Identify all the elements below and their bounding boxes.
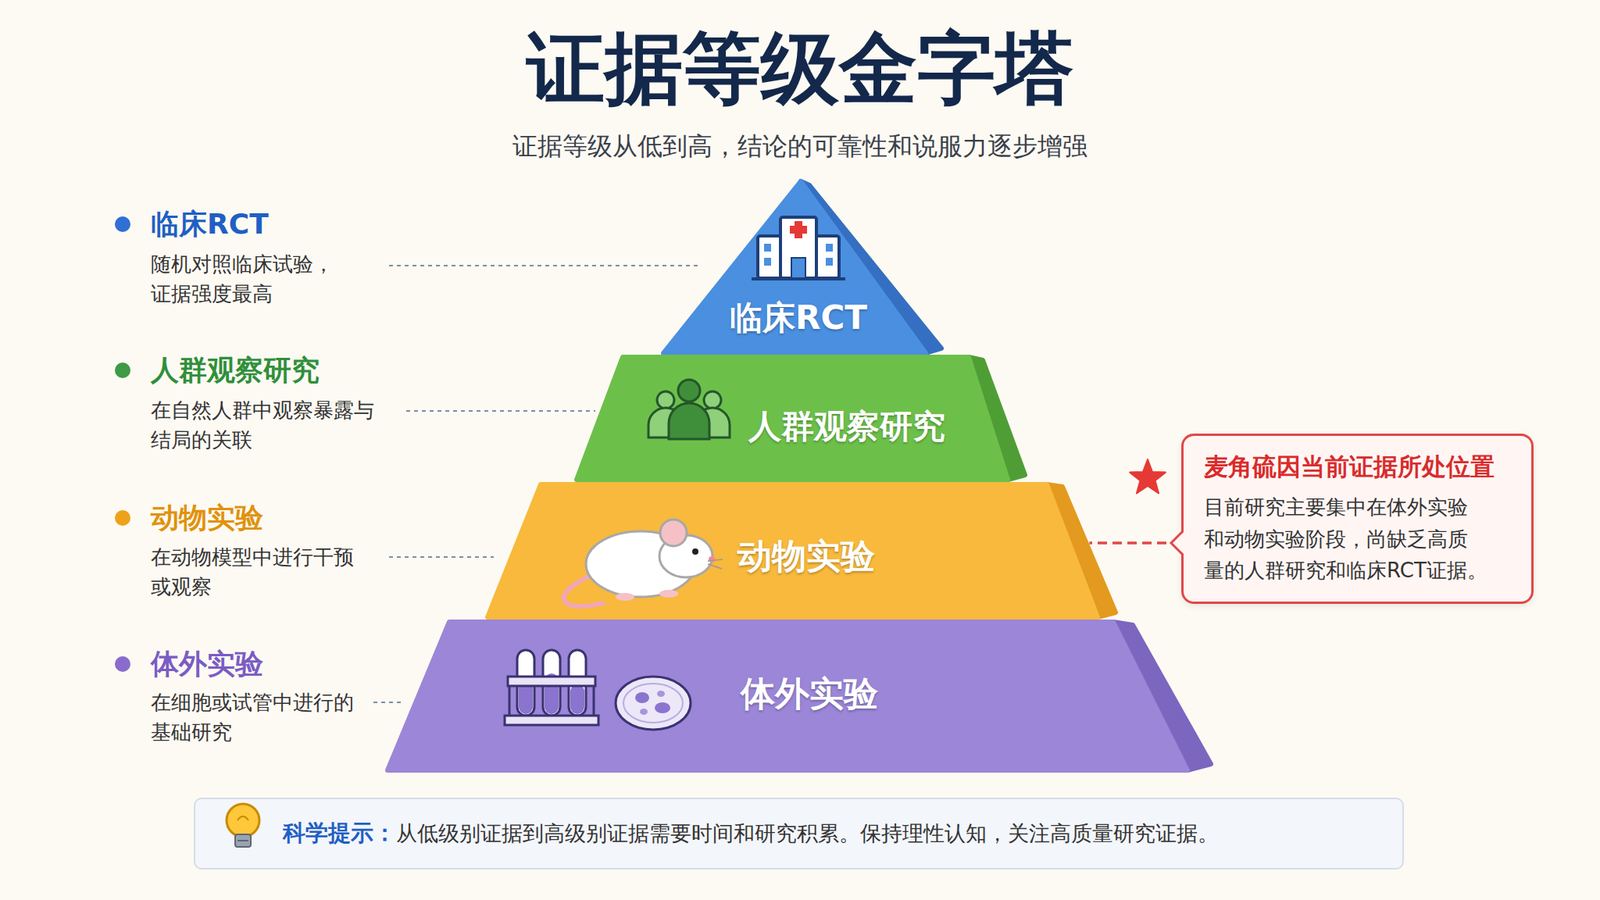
band-face — [487, 484, 1098, 618]
level-description: 在动物模型中进行干预 或观察 — [150, 542, 378, 602]
callout-body: 目前研究主要集中在体外实验 和动物实验阶段，尚缺乏高质 量的人群研究和临床RCT… — [1203, 491, 1515, 586]
mouse-icon — [564, 519, 723, 607]
hospital-icon — [751, 217, 846, 279]
tip-box: 科学提示：从低级别证据到高级别证据需要时间和研究积累。保持理性认知，关注高质量研… — [193, 797, 1404, 870]
star-mark — [1129, 459, 1166, 493]
level-heading: 临床RCT — [150, 207, 433, 241]
dashed-connector — [1089, 541, 1182, 545]
level-description: 随机对照临床试验， 证据强度最高 — [150, 249, 386, 309]
tip-heading: 科学提示： — [282, 818, 397, 849]
band-label: 人群观察研究 — [748, 407, 946, 447]
callout-notch — [1171, 531, 1185, 555]
level-description: 在自然人群中观察暴露与 结局的关联 — [150, 395, 390, 455]
people-icon — [648, 379, 730, 440]
band-face — [663, 181, 926, 354]
level-heading: 动物实验 — [150, 500, 433, 535]
band-face — [387, 621, 1188, 771]
bulb-icon — [226, 803, 260, 847]
band-label: 临床RCT — [729, 298, 868, 338]
level-description: 在细胞或试管中进行的 基础研究 — [150, 687, 370, 747]
title: 证据等级金字塔 — [0, 21, 1600, 116]
pyramid-band: 人群观察研究 — [571, 352, 1030, 485]
tip-body: 从低级别证据到高级别证据需要时间和研究积累。保持理性认知，关注高质量研究证据。 — [396, 819, 1219, 847]
band-face — [576, 357, 1008, 480]
legend-dots — [114, 216, 131, 672]
pyramid-band: 体外实验 — [382, 617, 1216, 775]
callout-box: 麦角硫因当前证据所处位置目前研究主要集中在体外实验 和动物实验阶段，尚缺乏高质 … — [1181, 433, 1534, 604]
band-label: 体外实验 — [740, 673, 879, 715]
pyramid-band: 动物实验 — [482, 479, 1121, 622]
level-heading: 体外实验 — [150, 646, 433, 681]
level-heading: 人群观察研究 — [150, 353, 433, 387]
band-label: 动物实验 — [737, 535, 875, 578]
pyramid-band: 临床RCT — [658, 176, 947, 358]
petri-dish-icon — [615, 676, 691, 730]
test-tube-icon — [504, 650, 599, 725]
callout-heading: 麦角硫因当前证据所处位置 — [1203, 450, 1515, 484]
subtitle: 证据等级从低到高，结论的可靠性和说服力逐步增强 — [0, 131, 1600, 161]
